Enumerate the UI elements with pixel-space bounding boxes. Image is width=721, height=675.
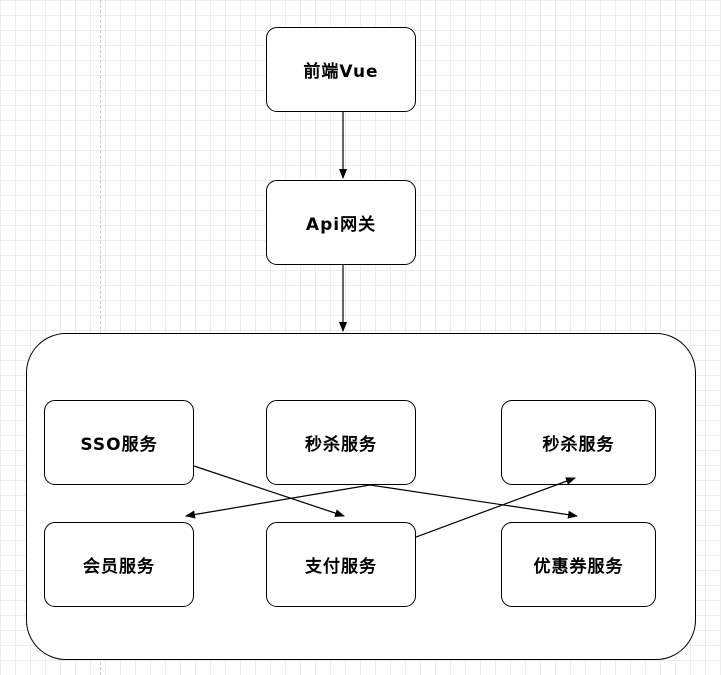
coupon-service-node[interactable]: 优惠券服务 bbox=[501, 522, 656, 607]
api-gateway-node[interactable]: Api网关 bbox=[266, 180, 416, 265]
edge-sso-to-payment bbox=[193, 465, 345, 517]
edge-payment-to-seckill-right bbox=[415, 477, 576, 538]
frontend-vue-node[interactable]: 前端Vue bbox=[266, 27, 416, 112]
sso-service-node[interactable]: SSO服务 bbox=[44, 400, 194, 485]
seckill-service-node-right[interactable]: 秒杀服务 bbox=[501, 400, 656, 485]
payment-service-node[interactable]: 支付服务 bbox=[266, 522, 416, 607]
member-service-node[interactable]: 会员服务 bbox=[44, 522, 194, 607]
edge-seckill-to-member bbox=[185, 484, 371, 519]
edge-seckill-to-coupon bbox=[369, 484, 578, 519]
seckill-service-node-center[interactable]: 秒杀服务 bbox=[266, 400, 416, 485]
